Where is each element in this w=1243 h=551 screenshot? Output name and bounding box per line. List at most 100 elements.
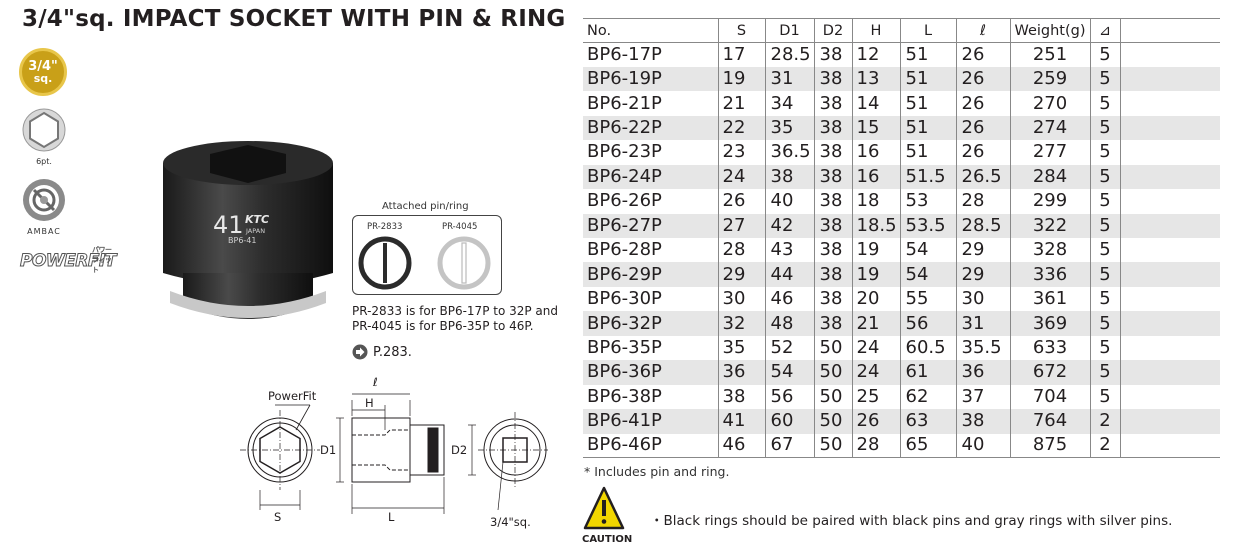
col-header-l: L <box>899 18 956 43</box>
badge-line1: 3/4" <box>28 59 58 74</box>
table-cell-no: BP6-21P <box>587 92 662 114</box>
table-cell-s: 36 <box>717 360 765 385</box>
table-cell-no: BP6-46P <box>583 433 718 459</box>
table-cell-s: 27 <box>717 213 765 238</box>
table-cell-w: 259 <box>1009 66 1090 92</box>
table-cell-h: 28 <box>851 433 900 459</box>
table-cell-d2: 38 <box>813 286 852 312</box>
page-reference-link[interactable]: P.283. <box>352 344 412 360</box>
table-cell-blank <box>1119 409 1220 434</box>
table-cell-blank <box>1119 66 1220 92</box>
table-cell-pk: 5 <box>1089 335 1120 361</box>
table-cell-no: BP6-19P <box>583 66 718 92</box>
pin-ring-images <box>358 236 491 290</box>
table-cell-w: 277 <box>1009 140 1090 165</box>
table-cell-ell: 26 <box>955 115 1010 141</box>
table-cell-w: 369 <box>1009 311 1090 336</box>
socket-country: JAPAN <box>245 227 265 235</box>
table-cell-s: 38 <box>717 384 765 410</box>
pin-ring-box <box>352 215 502 295</box>
table-cell-w: 251 <box>1009 42 1090 67</box>
col-header-blank <box>1119 18 1220 43</box>
table-cell-blank <box>1119 262 1220 287</box>
table-cell-ell: 37 <box>955 384 1010 410</box>
table-cell-s: 23 <box>717 140 765 165</box>
table-cell-ell: 36 <box>955 360 1010 385</box>
table-cell-pk: 2 <box>1089 433 1120 459</box>
table-cell-pk: 5 <box>1089 140 1120 165</box>
table-cell-w: 270 <box>1009 91 1090 116</box>
table-cell-d1: 28.5 <box>764 42 814 67</box>
table-cell-blank <box>1119 115 1220 141</box>
table-cell-no: BP6-41P <box>583 409 718 434</box>
table-cell-h: 14 <box>851 91 900 116</box>
table-cell-w: 764 <box>1009 409 1090 434</box>
page-reference-text: P.283. <box>373 344 412 360</box>
table-cell-pk: 5 <box>1089 189 1120 214</box>
table-cell-no: BP6-32P <box>583 311 718 336</box>
hexagon-icon <box>22 108 66 152</box>
table-cell-no: BP6-28P <box>587 239 662 261</box>
table-cell-w: 875 <box>1009 433 1090 459</box>
table-cell-ell: 26 <box>955 66 1010 92</box>
black-pin-icon <box>383 243 387 283</box>
table-cell-l: 60.5 <box>899 335 956 361</box>
label-powerfit: PowerFit <box>268 389 317 403</box>
table-cell-d2: 38 <box>813 262 852 287</box>
table-cell-blank <box>1119 91 1220 116</box>
socket-model: BP6-41 <box>228 236 256 245</box>
col-header-no: No. <box>583 18 718 43</box>
label-d1: D1 <box>320 443 337 457</box>
table-cell-ell: 26 <box>955 140 1010 165</box>
table-cell-l: 54 <box>899 238 956 263</box>
table-cell-d1: 67 <box>764 433 814 459</box>
table-cell-d1: 38 <box>764 164 814 190</box>
table-cell-l: 62 <box>899 384 956 410</box>
socket-brand: KTC <box>245 213 269 226</box>
label-s: S <box>274 510 282 524</box>
table-cell-d2: 50 <box>813 360 852 385</box>
table-cell-pk: 5 <box>1089 42 1120 67</box>
caution-label: CAUTION <box>582 534 633 545</box>
table-cell-blank <box>1119 213 1220 238</box>
pin-silver-label: PR-4045 <box>442 222 478 232</box>
table-cell-ell: 26 <box>955 42 1010 67</box>
table-cell-l: 54 <box>899 262 956 287</box>
page-title: 3/4"sq. IMPACT SOCKET WITH PIN & RING <box>22 6 566 32</box>
pin-ring-note-line1: PR-2833 is for BP6-17P to 32P and <box>352 304 558 318</box>
table-cell-s: 28 <box>717 238 765 263</box>
table-cell-d2: 38 <box>813 311 852 336</box>
table-cell-ell: 26.5 <box>955 164 1010 190</box>
col-header-s: S <box>717 18 765 43</box>
table-cell-l: 65 <box>899 433 956 459</box>
table-cell-l: 63 <box>899 409 956 434</box>
pin-ring-note: PR-2833 is for BP6-17P to 32P and PR-404… <box>352 304 558 334</box>
label-d2: D2 <box>451 443 468 457</box>
technical-drawing <box>240 393 548 514</box>
table-cell-no: BP6-30P <box>587 288 662 310</box>
table-cell-no: BP6-22P <box>583 115 718 141</box>
col-header-d1: D1 <box>764 18 814 43</box>
table-cell-l: 53 <box>899 189 956 214</box>
table-cell-d2: 50 <box>813 433 852 459</box>
table-cell-blank <box>1119 42 1220 67</box>
table-cell-d2: 50 <box>813 409 852 434</box>
table-cell-blank <box>1119 238 1220 263</box>
table-cell-s: 17 <box>717 42 765 67</box>
table-cell-no: BP6-35P <box>587 336 662 358</box>
caution-icon <box>583 486 625 530</box>
col-header-ell: ℓ <box>955 18 1010 43</box>
table-cell-blank <box>1119 360 1220 385</box>
table-cell-blank <box>1119 164 1220 190</box>
table-cell-no: BP6-36P <box>583 360 718 385</box>
